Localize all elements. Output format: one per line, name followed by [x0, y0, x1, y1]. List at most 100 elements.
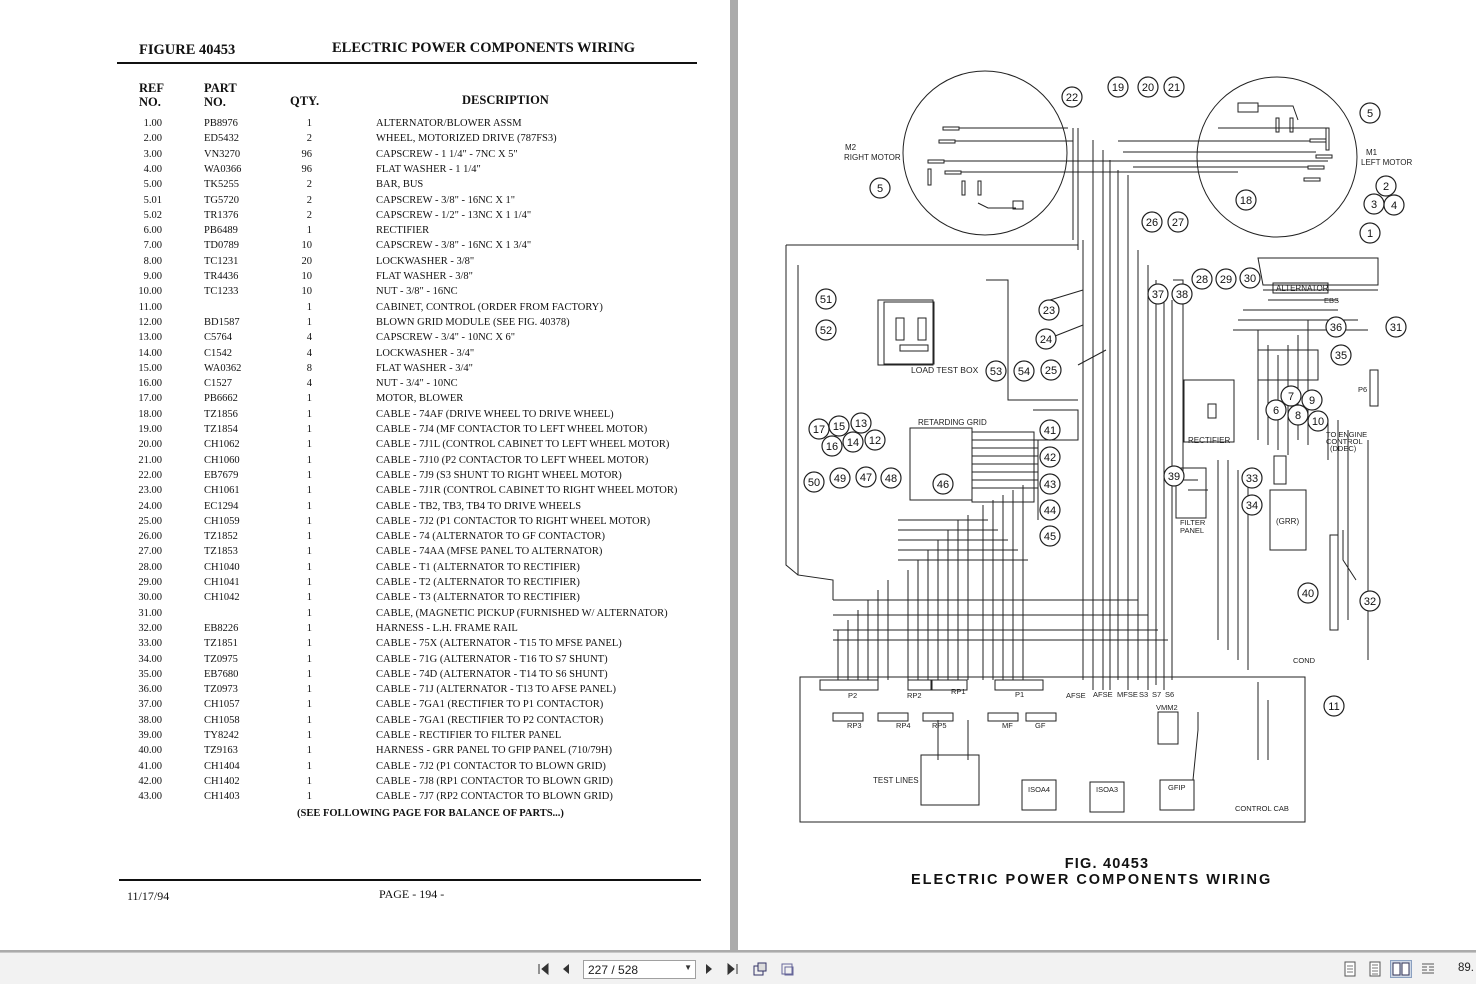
ref-no-cell: 8.00: [143, 255, 162, 267]
retarding-grid: RETARDING GRID: [909, 418, 1038, 503]
callout-number: 22: [1066, 92, 1078, 104]
load-test-box-label: LOAD TEST BOX: [911, 365, 979, 375]
callout-bubble: [1035, 328, 1057, 350]
continuous-facing-view-button[interactable]: [1419, 960, 1437, 978]
callout-bubble: [821, 435, 843, 457]
description-cell: CAPSCREW - 3/8" - 16NC X 1": [376, 194, 516, 206]
description-cell: CABLE, (MAGNETIC PICKUP (FURNISHED W/ AL…: [376, 607, 668, 619]
ref-no-cell: 32.00: [138, 622, 162, 634]
s7-label: S7: [1152, 690, 1161, 699]
viewer-toolbar: 227 / 528 ▼ 89.: [0, 952, 1476, 984]
part-no-cell: TC1233: [204, 286, 239, 298]
callout-number: 50: [808, 477, 820, 489]
rotate-page-button[interactable]: [751, 960, 769, 978]
page-number-field[interactable]: 227 / 528 ▼: [583, 960, 696, 979]
callout-bubble: [1039, 446, 1061, 468]
qty-cell: 1: [306, 515, 312, 527]
alternator-label: ALTERNATOR: [1276, 284, 1329, 293]
part-no-cell: C1542: [204, 347, 233, 359]
qty-cell: 1: [306, 668, 312, 680]
callout-bubble: [1297, 582, 1319, 604]
right-motor-label: RIGHT MOTOR: [844, 153, 901, 162]
part-no-cell: PB6662: [204, 393, 238, 405]
ref-no-cell: 33.00: [138, 638, 162, 650]
callout-bubble: [1301, 389, 1323, 411]
description-cell: WHEEL, MOTORIZED DRIVE (787FS3): [376, 133, 557, 145]
previous-page-button[interactable]: [557, 960, 575, 978]
first-page-button[interactable]: [534, 960, 552, 978]
callout-bubble: [1383, 194, 1405, 216]
facing-view-button[interactable]: [1390, 960, 1412, 978]
callout-number: 40: [1302, 588, 1314, 600]
ref-no-cell: 2.00: [143, 133, 162, 145]
part-no-cell: C1527: [204, 378, 233, 390]
part-no-cell: CH1042: [204, 592, 240, 604]
part-no-cell: CH1041: [204, 577, 240, 588]
qty-cell: 1: [306, 592, 312, 604]
part-no-cell: TR1376: [204, 209, 239, 221]
qty-cell: 1: [306, 454, 312, 466]
ref-no-cell: 18.00: [138, 408, 162, 420]
qty-cell: 2: [306, 179, 312, 191]
description-cell: CABLE - T3 (ALTERNATOR TO RECTIFIER): [376, 592, 580, 604]
ref-no-cell: 5.01: [143, 194, 162, 206]
cond-label: COND: [1293, 656, 1316, 665]
qty-cell: 4: [306, 347, 312, 359]
description-cell: CAPSCREW - 1 1/4" - 7NC X 5": [376, 148, 518, 160]
p2-label: P2: [848, 691, 857, 700]
right-page: LOAD TEST BOX RETARDING GRID RECTIFIER F…: [738, 0, 1476, 950]
qty-cell: 4: [306, 332, 312, 344]
continuous-view-button[interactable]: [1366, 960, 1384, 978]
description-cell: FLAT WASHER - 1 1/4": [376, 163, 481, 175]
callout-bubble: [932, 473, 954, 495]
ref-no-cell: 11.00: [138, 301, 162, 313]
part-no-cell: CH1403: [204, 791, 240, 803]
col-header-description: DESCRIPTION: [462, 93, 549, 107]
qty-cell: 1: [306, 393, 312, 405]
part-no-cell: TR4436: [204, 271, 239, 282]
callout-number: 36: [1330, 322, 1342, 334]
rotate-page-icon: [753, 962, 767, 976]
gf-label: GF: [1035, 721, 1046, 730]
single-page-view-button[interactable]: [1341, 960, 1359, 978]
callout-bubble: [803, 471, 825, 493]
part-no-cell: CH1059: [204, 515, 240, 527]
description-cell: CABLE - T1 (ALTERNATOR TO RECTIFIER): [376, 561, 580, 573]
control-label: CONTROL: [1326, 437, 1363, 446]
part-no-cell: TY8242: [204, 730, 239, 741]
next-page-button[interactable]: [700, 960, 718, 978]
zoom-level[interactable]: 89.: [1458, 962, 1474, 974]
ref-no-cell: 14.00: [138, 347, 162, 359]
fit-page-button[interactable]: [778, 960, 796, 978]
footer-date: 11/17/94: [127, 889, 170, 903]
isoa4-label: ISOA4: [1028, 785, 1050, 794]
part-no-cell: TC1231: [204, 255, 239, 267]
part-no-cell: TZ1851: [204, 638, 238, 650]
last-page-button[interactable]: [724, 960, 742, 978]
description-cell: CABLE - 7J1R (CONTROL CABINET TO RIGHT W…: [376, 485, 678, 497]
ref-no-cell: 24.00: [138, 500, 162, 512]
qty-cell: 1: [306, 714, 312, 726]
right-motor-circle: [902, 70, 1068, 236]
col-header-ref-line2: NO.: [139, 95, 161, 109]
callout-bubble: [1147, 283, 1169, 305]
description-cell: CABLE - 7J2 (P1 CONTACTOR TO RIGHT WHEEL…: [376, 515, 651, 527]
callout-number: 5: [1367, 108, 1373, 120]
part-no-cell: EB8226: [204, 622, 239, 634]
ref-no-cell: 12.00: [138, 316, 162, 328]
ref-no-cell: 21.00: [138, 454, 162, 466]
afse1-label: AFSE: [1066, 691, 1086, 700]
description-cell: FLAT WASHER - 3/4": [376, 362, 473, 374]
next-page-icon: [706, 964, 712, 974]
